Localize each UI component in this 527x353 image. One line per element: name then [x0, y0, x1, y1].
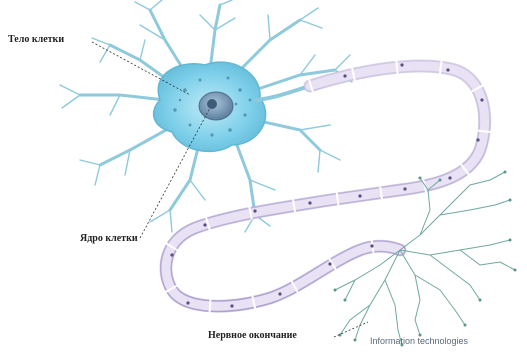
- cell-body-label: Тело клетки: [8, 34, 64, 45]
- nucleus-label: Ядро клетки: [80, 233, 138, 244]
- nucleus: [199, 92, 233, 120]
- watermark: Information technologies: [370, 336, 468, 346]
- nerve-ending-label: Нервное окончание: [208, 330, 297, 341]
